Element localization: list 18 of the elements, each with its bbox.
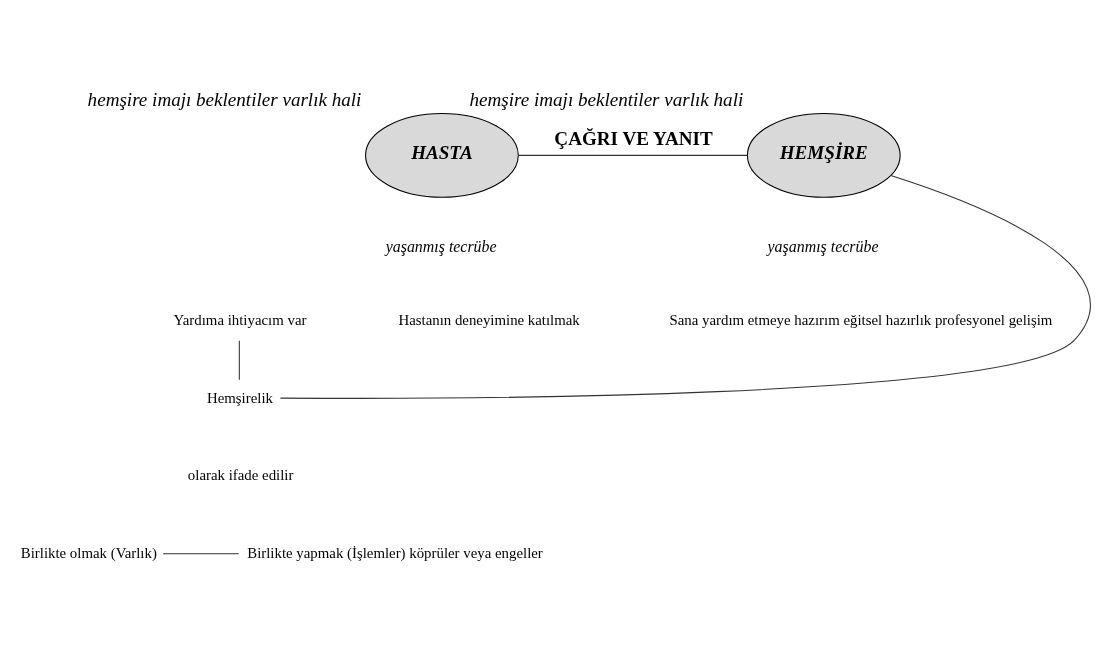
node-label: hemşire imajı beklentiler varlık hali: [469, 88, 744, 110]
node-text: Yardıma ihtiyacım var: [173, 311, 307, 328]
label: olarak ifade edilir: [187, 466, 294, 483]
connector: [238, 339, 240, 380]
node-ellipse: HASTA: [365, 112, 519, 198]
connector: [279, 174, 1091, 399]
connector: [518, 154, 748, 156]
node-ellipse: HEMŞİRE: [746, 112, 901, 198]
label: Hastanın deneyimine katılmak: [398, 311, 580, 328]
connector: [162, 552, 240, 554]
node-label: yaşanmış tecrübe: [767, 237, 879, 255]
node-label: yaşanmış tecrübe: [385, 237, 497, 255]
label: Sana yardım etmeye hazırım eğitsel hazırlık profesyonel gelişim: [669, 311, 1053, 328]
node-text: Birlikte yapmak (İşlemler) köprüler veya engeller: [247, 544, 543, 561]
node-label: hemşire imajı beklentiler varlık hali: [87, 88, 362, 110]
node-text: Hemşirelik: [206, 389, 273, 406]
edge-label: ÇAĞRI VE YANIT: [554, 127, 713, 149]
node-text: Birlikte olmak (Varlık): [20, 544, 157, 561]
